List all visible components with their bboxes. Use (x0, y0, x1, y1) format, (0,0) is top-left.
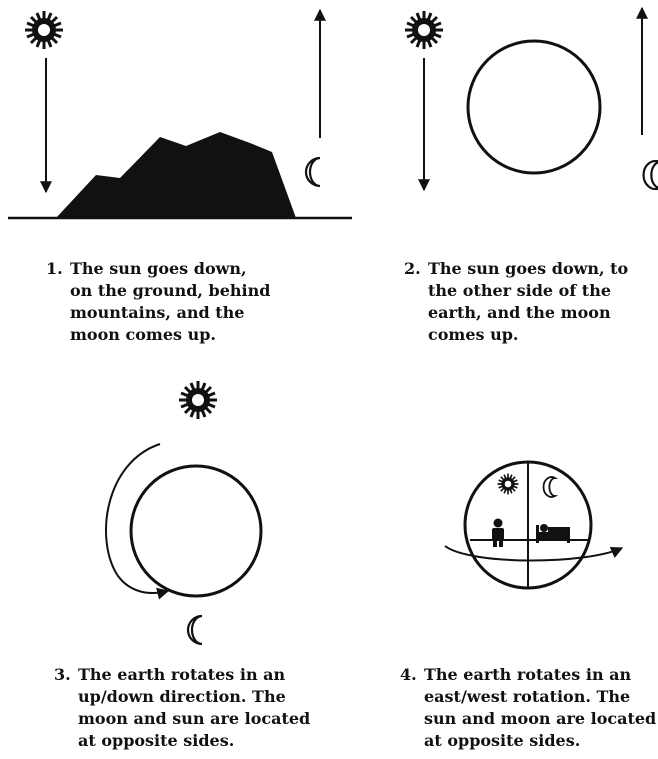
caption-line: at opposite sides. (78, 730, 310, 752)
caption-line: moon comes up. (70, 324, 270, 346)
panel-1-illustration (8, 10, 352, 218)
sun-icon (498, 474, 519, 495)
crescent-moon-icon (188, 616, 202, 644)
earth-circle (468, 41, 600, 173)
crescent-moon-icon (306, 158, 320, 186)
caption-line: the other side of the (428, 280, 628, 302)
caption-line: The earth rotates in an (78, 664, 310, 686)
earth-circle (131, 466, 261, 596)
caption-line: sun and moon are located (424, 708, 656, 730)
person-icon (492, 519, 504, 548)
caption-panel-1: 1. The sun goes down, on the ground, beh… (70, 258, 270, 346)
caption-panel-3: 3. The earth rotates in an up/down direc… (78, 664, 310, 752)
caption-number: 2. (404, 258, 421, 280)
caption-line: earth, and the moon (428, 302, 628, 324)
caption-panel-4: 4. The earth rotates in an east/west rot… (424, 664, 656, 752)
caption-line: The earth rotates in an (424, 664, 656, 686)
caption-panel-2: 2. The sun goes down, to the other side … (428, 258, 628, 346)
caption-line: up/down direction. The (78, 686, 310, 708)
mountains (56, 132, 296, 218)
crescent-moon-icon (644, 161, 658, 189)
panel-4-illustration (445, 462, 622, 588)
caption-number: 4. (400, 664, 417, 686)
caption-line: moon and sun are located (78, 708, 310, 730)
caption-line: on the ground, behind (70, 280, 270, 302)
caption-number: 1. (46, 258, 63, 280)
caption-line: at opposite sides. (424, 730, 656, 752)
caption-line: The sun goes down, (70, 258, 270, 280)
caption-line: comes up. (428, 324, 628, 346)
caption-line: mountains, and the (70, 302, 270, 324)
sun-icon (179, 381, 217, 419)
crescent-moon-icon (544, 477, 555, 497)
caption-number: 3. (54, 664, 71, 686)
rotation-arrow (106, 444, 168, 593)
caption-line: The sun goes down, to (428, 258, 628, 280)
panel-2-illustration (405, 8, 658, 190)
sun-icon (25, 11, 63, 49)
caption-line: east/west rotation. The (424, 686, 656, 708)
panel-3-illustration (106, 381, 261, 644)
sun-icon (405, 11, 443, 49)
